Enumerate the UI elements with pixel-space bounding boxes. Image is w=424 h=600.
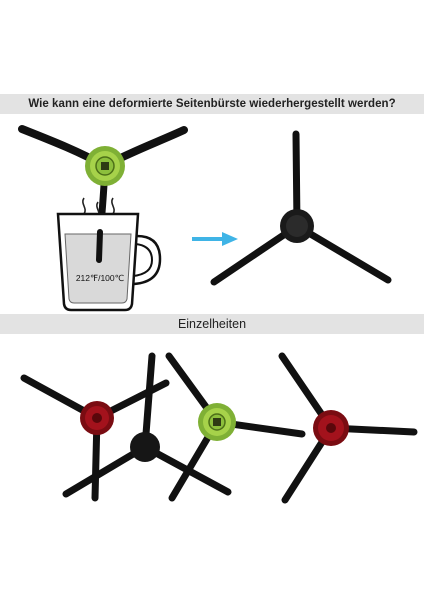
details-heading: Einzelheiten [177,317,247,331]
mug-temperature-label: 212℉/100℃ [75,273,125,283]
restored-side-brush-icon [210,130,392,286]
red-side-brush-icon [20,374,170,502]
black-side-brush-icon [62,352,232,498]
deformed-side-brush-icon [18,125,188,240]
product-details-illustration [20,352,418,504]
restoration-illustration [18,125,392,312]
header-banner: Wie kann eine deformierte Seitenbürste w… [0,94,424,114]
hot-water-mug-icon [56,212,162,312]
red-side-brush-icon [278,352,418,504]
green-side-brush-icon [165,352,306,502]
arrow-right-icon [192,232,238,246]
header-question: Wie kann eine deformierte Seitenbürste w… [28,98,396,110]
details-banner: Einzelheiten [0,314,424,334]
